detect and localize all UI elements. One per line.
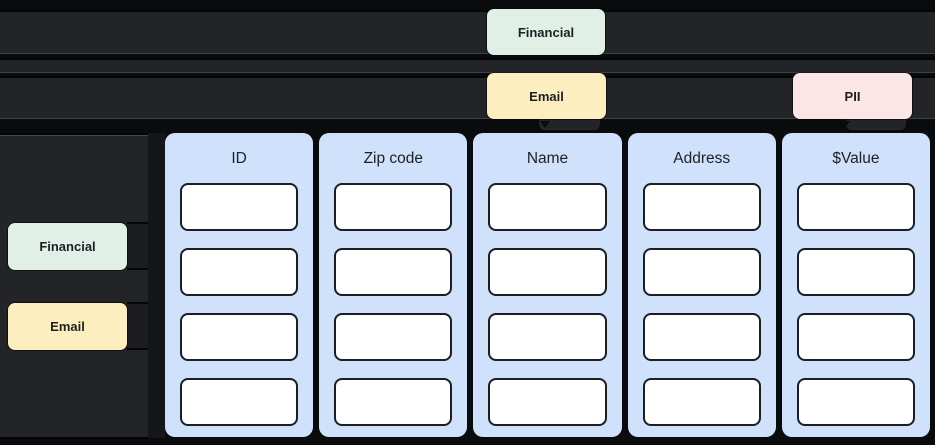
table-cell[interactable] — [642, 313, 761, 361]
top-row-1 — [0, 10, 935, 54]
data-table: ID Zip code Name — [165, 133, 931, 437]
table-column-name: Name — [473, 133, 622, 437]
tag-email-sidebar[interactable]: Email — [8, 303, 127, 350]
column-header-name: Name — [526, 150, 569, 167]
table-cell[interactable] — [642, 378, 761, 426]
table-cell[interactable] — [334, 248, 453, 296]
tag-email-top-label: Email — [529, 88, 564, 104]
pii-chip-notch — [840, 121, 850, 128]
table-cell[interactable] — [488, 378, 607, 426]
tag-pii-top[interactable]: PII — [793, 73, 912, 119]
table-cell[interactable] — [180, 378, 299, 426]
column-cells — [628, 181, 776, 426]
tag-financial-sidebar[interactable]: Financial — [8, 223, 127, 270]
column-cells — [165, 181, 313, 426]
table-column-value: $Value — [781, 133, 931, 437]
table-cell[interactable] — [488, 248, 607, 296]
sidebar-table-divider — [148, 133, 165, 438]
email-chip-notch — [540, 121, 550, 128]
top-row-3 — [0, 76, 935, 119]
column-header-id: ID — [231, 150, 247, 167]
table-cell[interactable] — [334, 378, 453, 426]
column-cells — [319, 181, 467, 426]
tag-financial-top-label: Financial — [517, 24, 575, 40]
tag-financial-top[interactable]: Financial — [487, 9, 605, 55]
column-header-value: $Value — [832, 150, 880, 167]
column-header-address: Address — [673, 150, 731, 167]
email-chip-stub — [539, 119, 600, 129]
table-column-id: ID — [165, 133, 314, 437]
column-cells — [782, 181, 930, 426]
tag-sidebar — [0, 135, 148, 439]
table-cell[interactable] — [488, 183, 607, 231]
table-cell[interactable] — [334, 183, 453, 231]
table-cell[interactable] — [796, 313, 916, 361]
table-cell[interactable] — [796, 183, 916, 231]
pii-chip-stub — [846, 119, 906, 129]
table-cell[interactable] — [642, 183, 761, 231]
table-cell[interactable] — [488, 313, 607, 361]
tag-pii-top-label: PII — [844, 88, 861, 104]
table-column-address: Address — [627, 133, 776, 437]
table-cell[interactable] — [796, 248, 916, 296]
top-row-2 — [0, 58, 935, 73]
table-column-zipcode: Zip code — [319, 133, 468, 437]
table-cell[interactable] — [180, 183, 299, 231]
table-cell[interactable] — [180, 313, 299, 361]
tag-slot-financial — [127, 222, 148, 270]
table-cell[interactable] — [796, 378, 916, 426]
tag-email-sidebar-label: Email — [50, 319, 85, 334]
tag-slot-email — [127, 302, 148, 350]
tag-email-top[interactable]: Email — [487, 73, 606, 119]
column-cells — [473, 181, 621, 426]
column-header-zipcode: Zip code — [363, 150, 424, 167]
table-cell[interactable] — [334, 313, 453, 361]
tag-financial-sidebar-label: Financial — [39, 239, 96, 254]
table-cell[interactable] — [180, 248, 299, 296]
table-cell[interactable] — [642, 248, 761, 296]
